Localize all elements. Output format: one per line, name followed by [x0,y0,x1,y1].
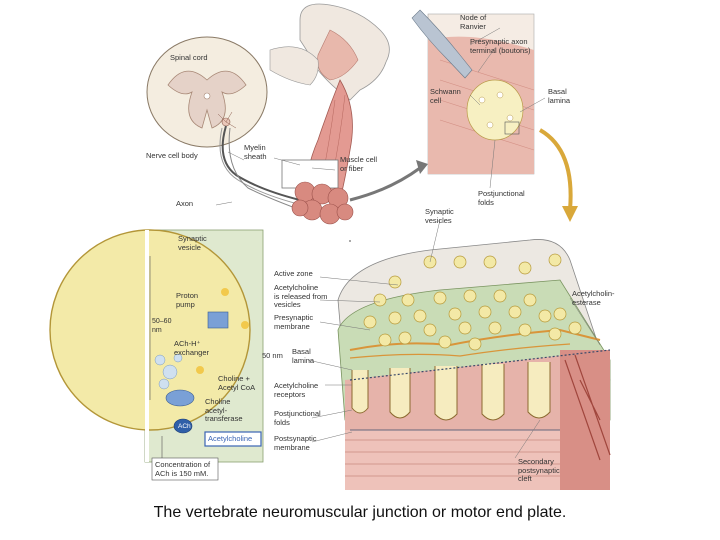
label-axon: Axon [176,199,194,208]
label-concentration: Concentration of ACh is 150 mM. [155,460,211,478]
muscle-bundle-illustration [281,79,354,225]
label-acetylcholine-box: Acetylcholine [208,434,253,443]
label-postjunctional-folds-top: Postjunctional folds [478,189,525,207]
terminal-magnification-panel [411,9,535,175]
label-schwann-cell: Schwann cell [430,87,461,105]
spinal-cord-illustration [146,36,268,148]
label-ach: ACh [178,423,191,430]
vesicle-inset-panel [49,229,264,481]
label-ach-exchanger: ACh-H⁺ exchanger [174,339,210,357]
arm-illustration [269,3,390,101]
label-choline-acetyltransferase: Choline acetyl- transferase [205,397,243,423]
label-presynaptic-terminal: Presynaptic axon terminal (boutons) [470,37,531,55]
label-acetylcholinesterase: Acetylcholin- esterase [572,289,615,307]
label-basal-lamina-bottom: Basal lamina [292,347,315,365]
synapse-panel [335,239,615,490]
figure-caption: The vertebrate neuromuscular junction or… [153,504,567,521]
label-proton-pump: Proton pump [176,291,199,309]
label-basal-lamina-top: Basal lamina [548,87,571,105]
label-choline-acetyl-coa: Choline + Acetyl CoA [218,374,256,392]
label-cleft-width: 50 nm [262,351,283,360]
label-nerve-cell-body: Nerve cell body [146,151,198,160]
label-myelin-sheath: Myelin sheath [244,143,267,161]
label-ach-released: Acetylcholine is released from vesicles [274,283,328,309]
label-muscle-cell-fiber: Muscle cell or fiber [340,155,378,173]
label-postsynaptic-membrane: Postsynaptic membrane [274,434,317,452]
label-synaptic-vesicles: Synaptic vesicles [425,207,454,225]
label-synaptic-vesicle: Synaptic vesicle [178,234,207,252]
label-diameter: 50–60 nm [152,318,172,334]
leader-lines [215,27,601,459]
label-ach-receptors: Acetylcholine receptors [274,381,319,399]
label-presynaptic-membrane: Presynaptic membrane [274,313,314,331]
label-secondary-cleft: Secondary postsynaptic cleft [518,457,560,483]
label-postjunctional-folds: Postjunctional folds [274,409,321,427]
label-spinal-cord: Spinal cord [170,53,208,62]
label-active-zone: Active zone [274,269,313,278]
label-node-of-ranvier: Node of Ranvier [460,13,487,31]
